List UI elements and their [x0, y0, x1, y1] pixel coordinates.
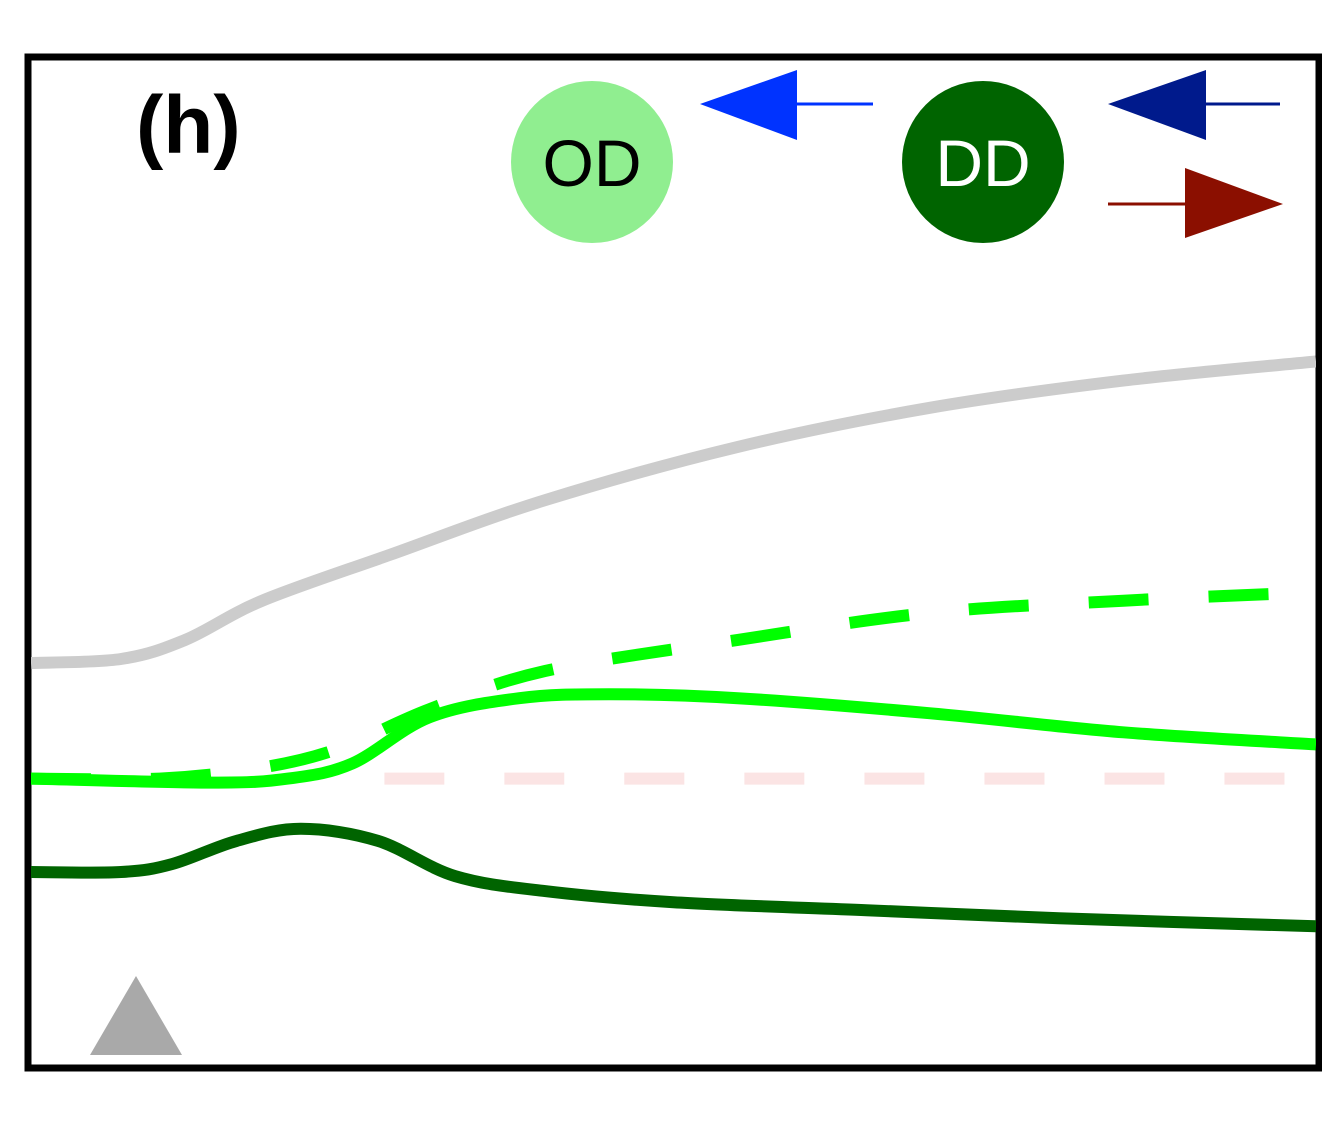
- series-line-green-dashed: [31, 587, 1278, 786]
- series-layer: [31, 355, 1316, 933]
- od-node: OD: [511, 81, 673, 243]
- dd-left-arrow-head: [1108, 70, 1206, 140]
- panel-label: (h): [136, 80, 241, 171]
- od-node-label: OD: [543, 126, 642, 200]
- dd-left-arrow: [1108, 70, 1280, 140]
- series-line-dark-green-solid: [31, 822, 1316, 933]
- dd-node-label: DD: [935, 126, 1030, 200]
- triangle-marker: [90, 976, 182, 1055]
- series-line-grey-solid: [31, 355, 1316, 669]
- od-node-circle: [511, 81, 673, 243]
- dd-node-circle: [902, 81, 1064, 243]
- od-left-arrow: [700, 70, 873, 140]
- dd-right-arrow-head: [1185, 168, 1283, 238]
- dd-node: DD: [902, 81, 1064, 243]
- od-left-arrow-head: [700, 70, 797, 140]
- series-line-green-solid: [31, 688, 1316, 789]
- dd-right-arrow: [1108, 168, 1283, 238]
